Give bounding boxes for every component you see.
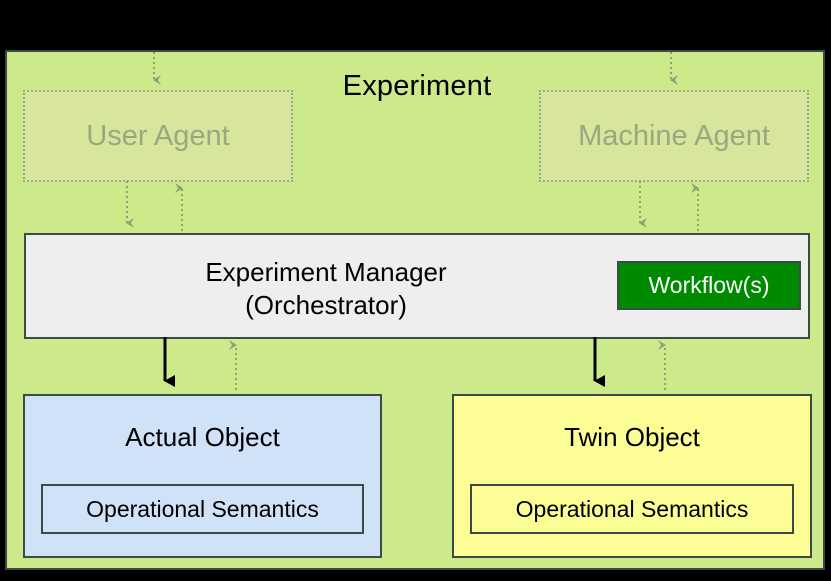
actual-object-operational-semantics-box[interactable]: Operational Semantics — [41, 484, 364, 534]
experiment-manager-line1: Experiment Manager — [205, 257, 447, 287]
user-agent-label: User Agent — [86, 119, 230, 152]
experiment-manager-label: Experiment Manager (Orchestrator) — [26, 256, 626, 322]
experiment-title: Experiment — [342, 70, 492, 102]
actual-object-box[interactable]: Actual Object Operational Semantics — [23, 394, 382, 558]
experiment-manager-line2: (Orchestrator) — [245, 290, 407, 320]
twin-object-title: Twin Object — [564, 422, 700, 452]
twin-object-operational-semantics-label: Operational Semantics — [515, 495, 749, 522]
workflows-box[interactable]: Workflow(s) — [617, 261, 801, 310]
experiment-manager-box[interactable]: Experiment Manager (Orchestrator) Workfl… — [24, 233, 810, 339]
twin-object-operational-semantics-box[interactable]: Operational Semantics — [470, 484, 794, 534]
experiment-panel: Experiment User Agent Machine Agent Expe… — [5, 50, 825, 570]
machine-agent-label: Machine Agent — [578, 119, 770, 152]
actual-object-operational-semantics-label: Operational Semantics — [86, 495, 319, 522]
workflows-label: Workflow(s) — [648, 272, 770, 298]
twin-object-box[interactable]: Twin Object Operational Semantics — [452, 394, 812, 558]
actual-object-title: Actual Object — [125, 422, 280, 452]
machine-agent-box[interactable]: Machine Agent — [539, 90, 809, 182]
user-agent-box[interactable]: User Agent — [23, 90, 293, 182]
